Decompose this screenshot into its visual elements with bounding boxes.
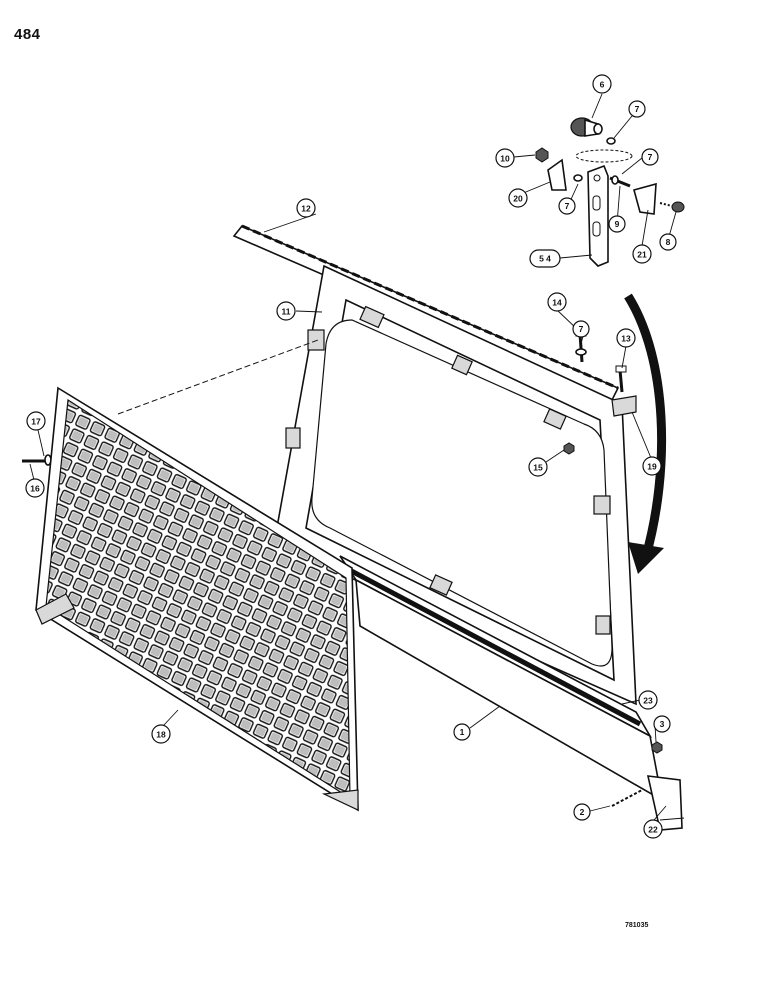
callout-7: 7 xyxy=(641,148,659,166)
callout-5-4: 5 4 xyxy=(529,249,561,268)
svg-text:15: 15 xyxy=(533,463,543,473)
svg-text:17: 17 xyxy=(31,417,41,427)
washer-part xyxy=(611,175,619,185)
svg-text:1: 1 xyxy=(460,727,465,737)
svg-text:23: 23 xyxy=(643,696,653,706)
callout-9: 9 xyxy=(608,215,626,233)
svg-text:8: 8 xyxy=(666,237,671,247)
bottom-channel xyxy=(339,555,685,831)
svg-text:18: 18 xyxy=(156,730,166,740)
callout-23: 23 xyxy=(638,690,658,710)
mesh-screen xyxy=(35,386,359,812)
svg-text:13: 13 xyxy=(621,334,631,344)
svg-text:7: 7 xyxy=(579,324,584,334)
rotation-arrowhead xyxy=(628,542,664,574)
callout-18: 18 xyxy=(151,724,171,744)
svg-text:7: 7 xyxy=(565,201,570,211)
callout-7: 7 xyxy=(572,320,590,338)
callout-15: 15 xyxy=(528,457,548,477)
svg-text:3: 3 xyxy=(660,719,665,729)
callout-1: 1 xyxy=(453,723,471,741)
callout-7: 7 xyxy=(628,100,646,118)
callout-2: 2 xyxy=(573,803,591,821)
callout-14: 14 xyxy=(547,292,567,312)
bracket-left xyxy=(547,158,567,191)
svg-text:7: 7 xyxy=(635,104,640,114)
fasteners xyxy=(22,329,663,807)
svg-text:22: 22 xyxy=(648,825,658,835)
svg-text:16: 16 xyxy=(30,484,40,494)
callout-20: 20 xyxy=(508,188,528,208)
rotation-arrow xyxy=(624,293,667,558)
assembly-guide xyxy=(575,149,633,163)
svg-text:7: 7 xyxy=(648,152,653,162)
callout-10: 10 xyxy=(495,148,515,168)
svg-text:5 4: 5 4 xyxy=(539,254,551,264)
callout-6: 6 xyxy=(592,74,612,94)
svg-text:9: 9 xyxy=(615,219,620,229)
knob-part xyxy=(570,117,603,137)
latch-plate xyxy=(587,164,609,267)
callout-13: 13 xyxy=(616,328,636,348)
washer-part xyxy=(573,174,583,182)
callout-11: 11 xyxy=(276,301,296,321)
nut-part xyxy=(535,147,549,163)
svg-text:11: 11 xyxy=(282,307,291,317)
svg-text:19: 19 xyxy=(647,462,657,472)
svg-text:12: 12 xyxy=(301,204,311,214)
callout-17: 17 xyxy=(26,411,46,431)
latch-assembly xyxy=(535,117,685,267)
svg-text:21: 21 xyxy=(637,250,647,260)
svg-text:10: 10 xyxy=(500,154,510,164)
callout-19: 19 xyxy=(642,456,662,476)
callout-12: 12 xyxy=(296,198,316,218)
callout-22: 22 xyxy=(643,819,663,839)
svg-text:20: 20 xyxy=(513,194,523,204)
bracket-right xyxy=(633,182,657,215)
callout-7: 7 xyxy=(558,197,576,215)
page-number: 484 xyxy=(14,26,41,43)
callout-16: 16 xyxy=(25,478,45,498)
window-frame xyxy=(273,264,637,706)
callout-3: 3 xyxy=(653,715,671,733)
drawing-code: 781035 xyxy=(625,922,649,929)
screw-head xyxy=(671,201,685,213)
washer-part xyxy=(606,137,616,145)
assembly-line xyxy=(117,339,319,415)
callout-8: 8 xyxy=(659,233,677,251)
svg-text:2: 2 xyxy=(580,807,585,817)
screw-part xyxy=(659,202,673,207)
callout-21: 21 xyxy=(632,244,652,264)
svg-text:14: 14 xyxy=(552,298,562,308)
svg-text:6: 6 xyxy=(600,80,605,90)
